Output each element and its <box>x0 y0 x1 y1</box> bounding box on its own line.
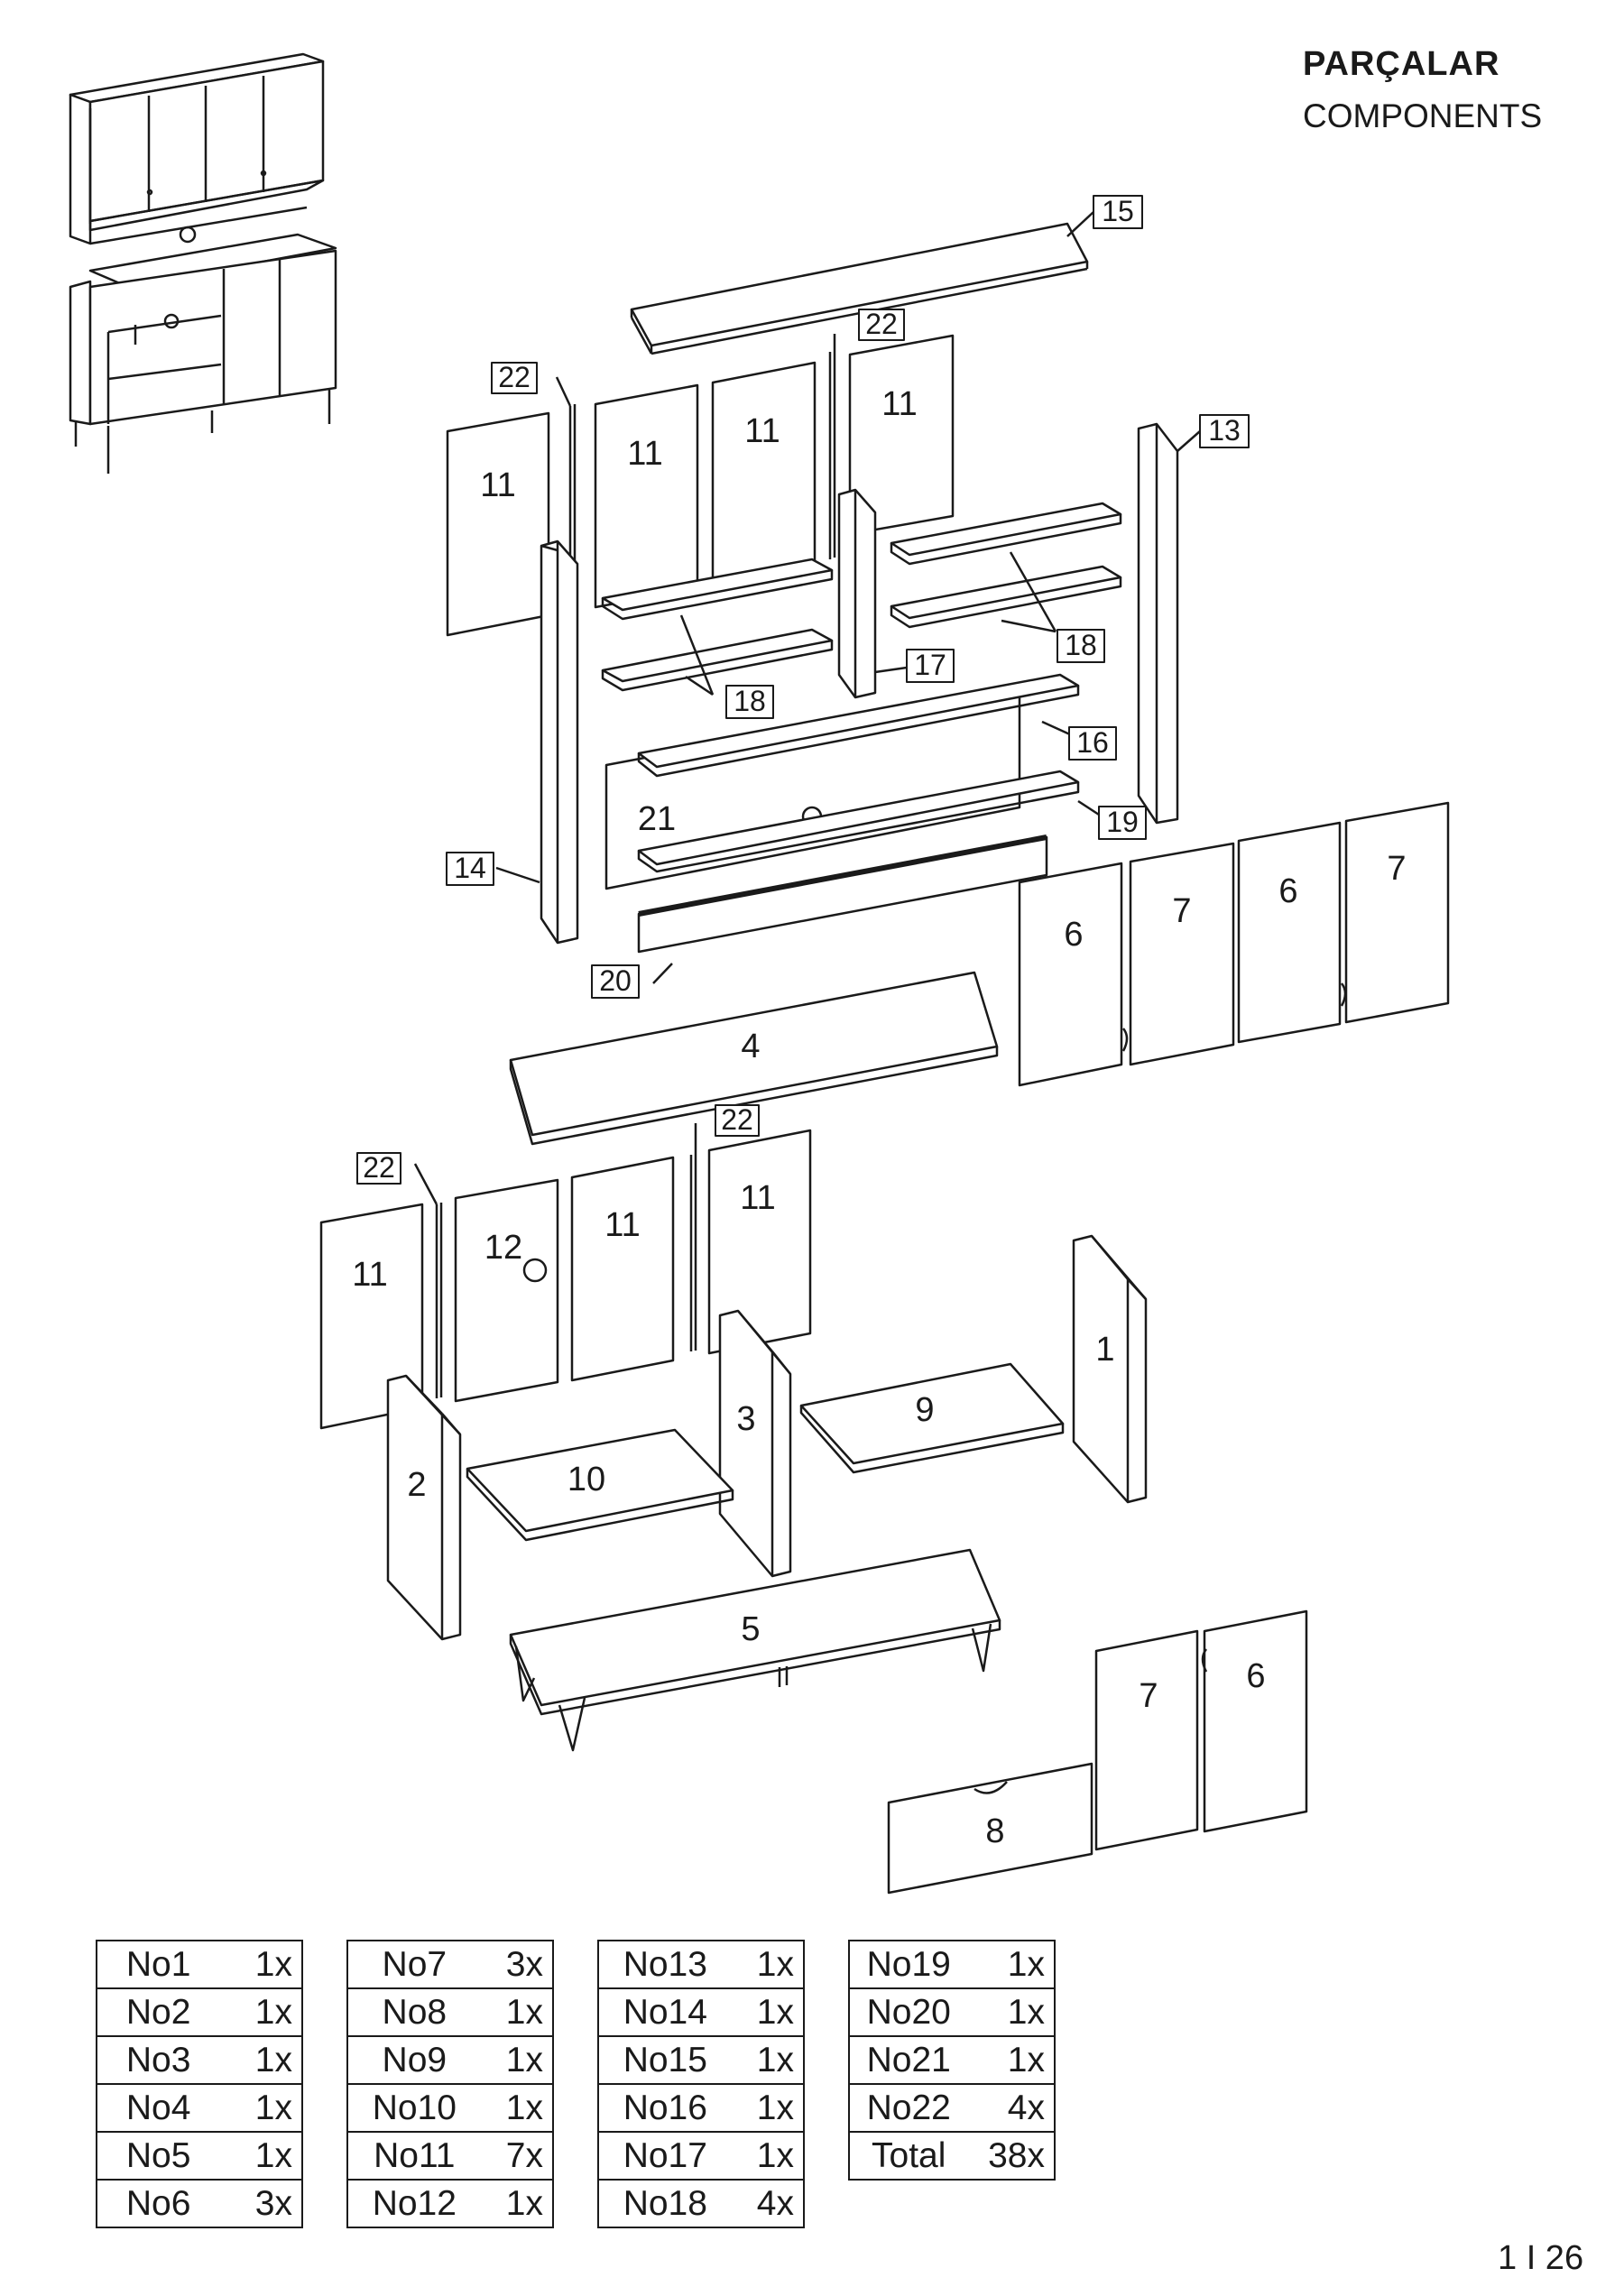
callout-13: 13 <box>1208 414 1241 447</box>
lower-doors-and-drawer <box>887 1609 1308 1895</box>
label-11: 11 <box>352 1256 387 1294</box>
label-6: 6 <box>1246 1657 1265 1695</box>
callout-labels: 15 13 22 22 18 18 17 16 19 14 20 22 22 <box>363 195 1241 1184</box>
label-10: 10 <box>567 1461 605 1498</box>
label-11: 11 <box>740 1179 775 1217</box>
label-7: 7 <box>1139 1677 1158 1715</box>
label-6: 6 <box>1064 916 1083 954</box>
lower-side-panels <box>386 1234 1148 1641</box>
callout-22: 22 <box>721 1103 753 1136</box>
upper-back-panels <box>446 334 955 637</box>
callout-22: 22 <box>865 308 898 340</box>
part-17-divider <box>837 488 908 699</box>
lower-back-panels <box>319 1123 812 1430</box>
upper-shelves <box>601 502 1122 696</box>
label-3: 3 <box>736 1400 755 1438</box>
callout-19: 19 <box>1106 806 1139 838</box>
page-subtitle: COMPONENTS <box>1303 97 1543 134</box>
assembled-cabinet-illustration <box>69 52 337 474</box>
label-9: 9 <box>915 1391 934 1429</box>
callout-17: 17 <box>914 649 946 681</box>
middle-back-and-rails <box>604 673 1100 984</box>
lower-shelves <box>466 1362 1065 1542</box>
page-title: PARÇALAR <box>1303 45 1500 83</box>
label-12: 12 <box>484 1229 522 1267</box>
label-8: 8 <box>985 1812 1004 1850</box>
label-1: 1 <box>1095 1331 1114 1369</box>
part-13-right-side <box>1137 422 1201 825</box>
callout-18: 18 <box>1065 629 1097 661</box>
callout-14: 14 <box>454 852 486 884</box>
label-11: 11 <box>604 1206 640 1244</box>
callout-22: 22 <box>363 1151 395 1184</box>
upper-doors <box>1018 801 1450 1087</box>
label-7: 7 <box>1172 892 1191 930</box>
label-2: 2 <box>407 1466 426 1504</box>
part-4-middle-top <box>509 971 999 1146</box>
page-number: 1 I 26 <box>1498 2239 1584 2277</box>
label-7: 7 <box>1387 850 1406 888</box>
part-5-base <box>509 1548 1001 1752</box>
callout-20: 20 <box>599 964 632 997</box>
callout-22: 22 <box>498 361 531 393</box>
part-numbers: 11 11 11 11 21 6 7 6 7 4 11 12 11 11 1 2… <box>352 385 1406 1850</box>
callout-18: 18 <box>734 685 766 717</box>
label-11: 11 <box>480 466 515 504</box>
label-6: 6 <box>1278 872 1297 910</box>
label-4: 4 <box>741 1028 760 1065</box>
label-11: 11 <box>881 385 917 423</box>
label-11: 11 <box>744 412 780 450</box>
label-11: 11 <box>627 435 662 473</box>
label-21: 21 <box>638 800 676 838</box>
label-5: 5 <box>741 1610 760 1648</box>
part-14-left-side <box>495 539 579 945</box>
callout-boxes <box>356 195 1250 1185</box>
callout-16: 16 <box>1076 726 1109 759</box>
callout-15: 15 <box>1102 195 1134 227</box>
